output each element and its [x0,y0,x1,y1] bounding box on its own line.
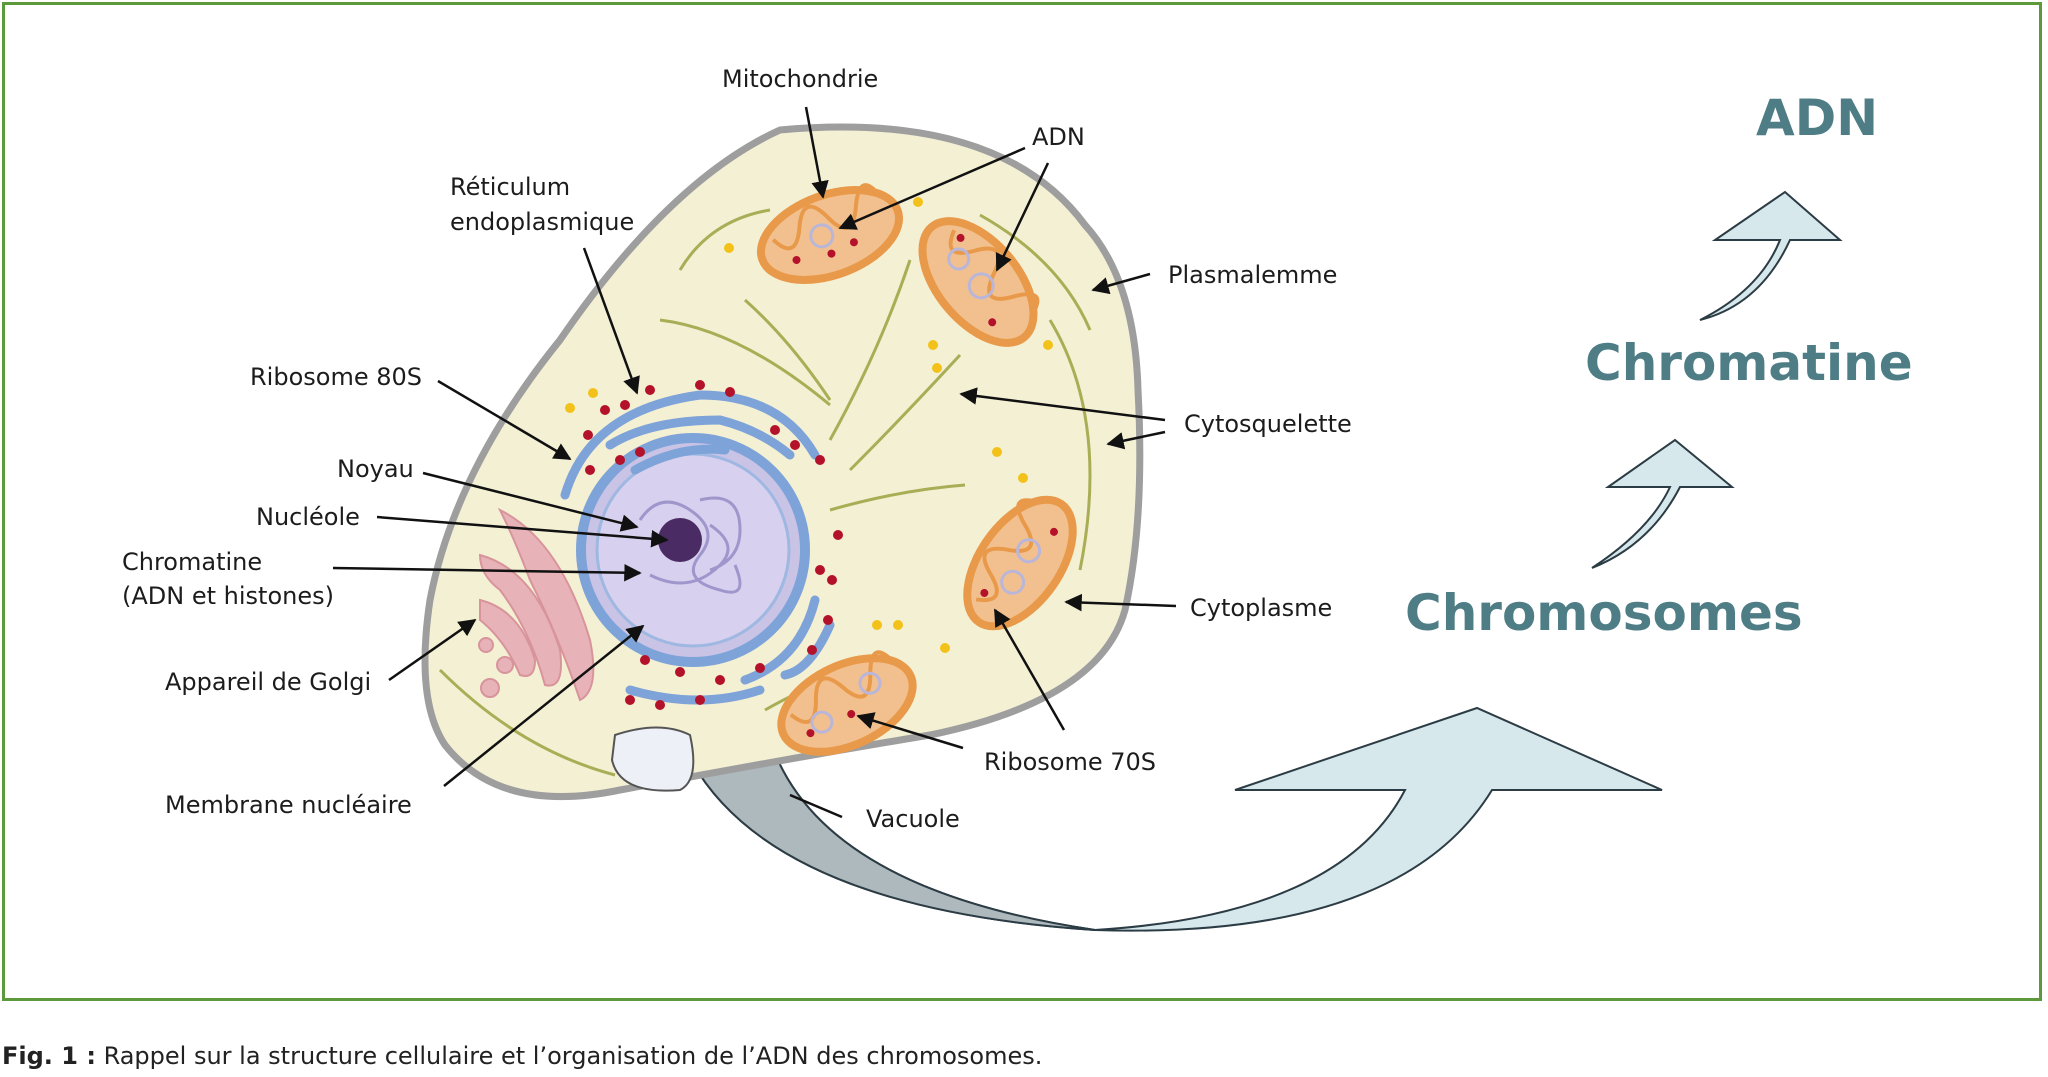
caption-text: Rappel sur la structure cellulaire et l’… [95,1042,1043,1070]
leader-lines [332,106,1177,819]
label-nucleole: Nucléole [256,503,360,531]
label-reticulum-1: Réticulum [450,173,570,201]
label-reticulum-2: endoplasmique [450,208,634,236]
hierarchy-adn: ADN [1756,89,1878,147]
label-chromatine-2: (ADN et histones) [122,582,334,610]
figure-caption: Fig. 1 : Rappel sur la structure cellula… [2,1042,1042,1070]
vacuole [610,726,695,792]
label-vacuole: Vacuole [866,805,960,833]
label-ribosome-80s: Ribosome 80S [250,363,422,391]
nucleolus [658,518,702,562]
label-ribosome-70s: Ribosome 70S [984,748,1156,776]
label-golgi: Appareil de Golgi [165,668,371,696]
label-cytosquelette: Cytosquelette [1184,410,1352,438]
label-noyau: Noyau [337,455,414,483]
label-plasmalemme: Plasmalemme [1168,261,1337,289]
label-adn-small: ADN [1032,123,1085,151]
hierarchy-arrows [1591,190,1843,569]
ribosomes-80s [583,380,843,710]
hierarchy-chromosomes: Chromosomes [1405,584,1803,642]
caption-prefix: Fig. 1 : [2,1042,96,1070]
hierarchy-chromatine: Chromatine [1585,334,1913,392]
label-cytoplasme: Cytoplasme [1190,594,1332,622]
nucleus [576,433,810,667]
label-membrane-nucleaire: Membrane nucléaire [165,791,412,819]
golgi-apparatus [478,507,595,702]
cytoskeleton [438,208,1092,777]
label-mitochondrie: Mitochondrie [722,65,878,93]
label-chromatine-1: Chromatine [122,548,262,576]
granules [565,197,1053,653]
